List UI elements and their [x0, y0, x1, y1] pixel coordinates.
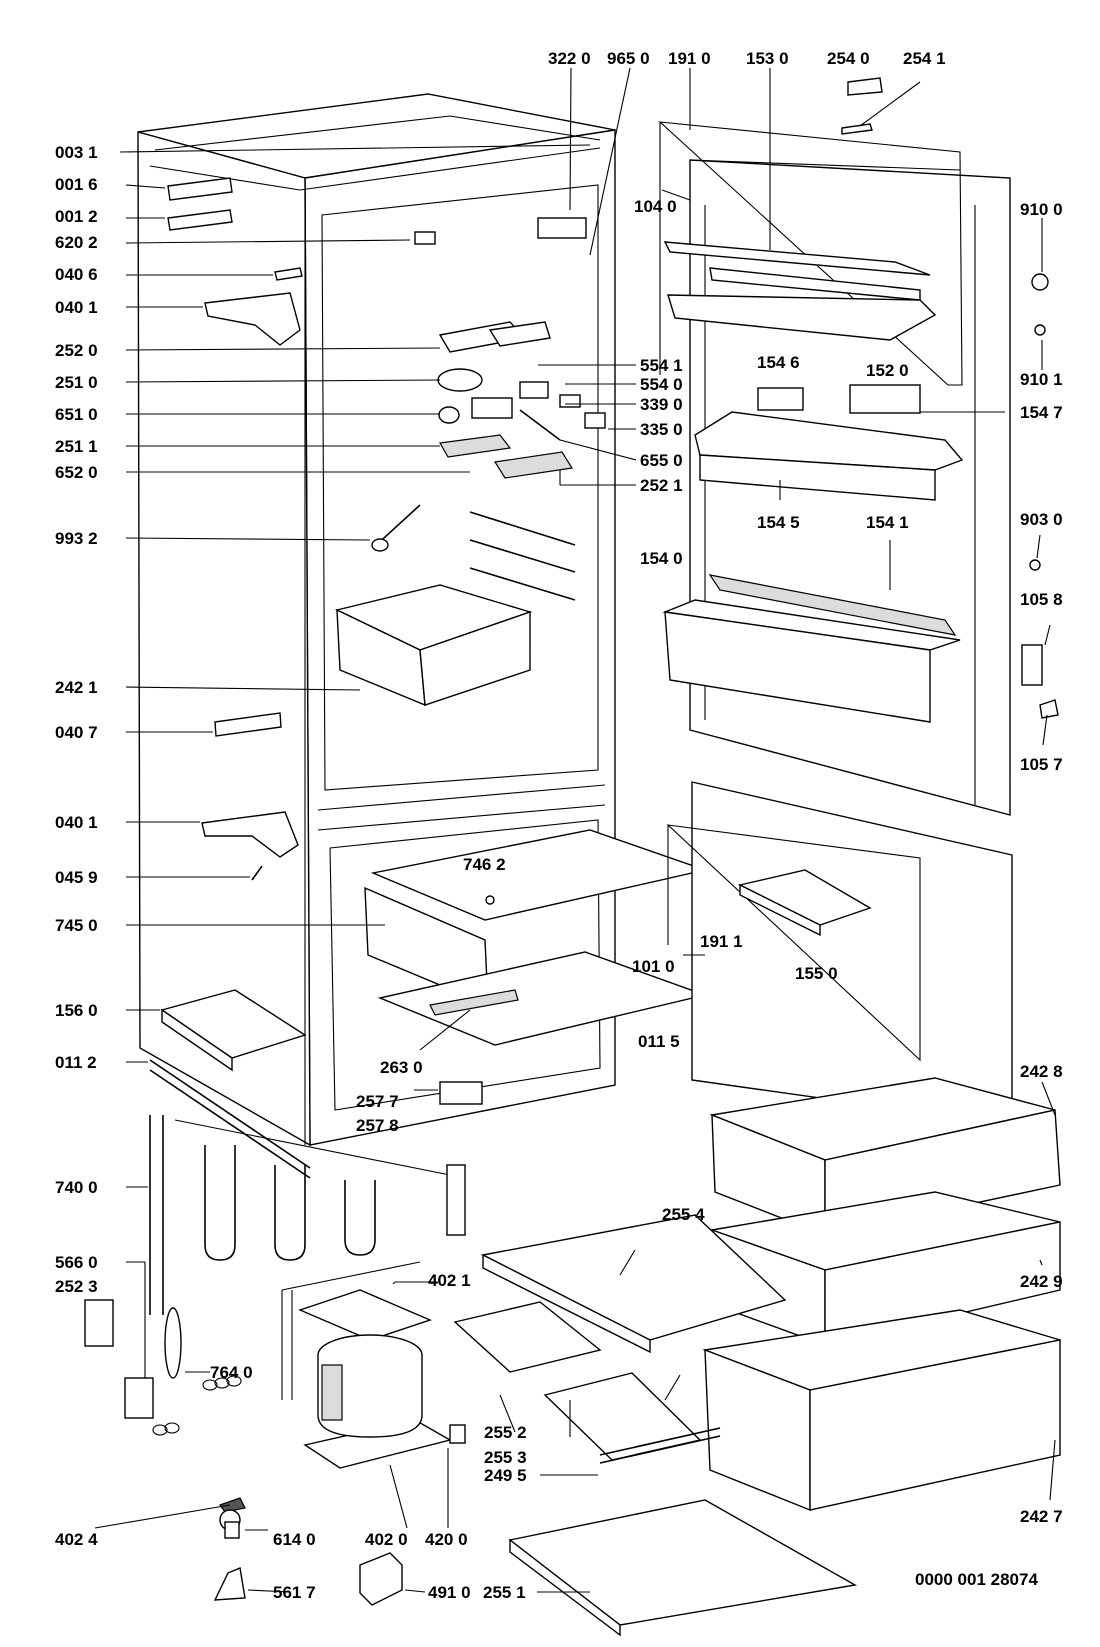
label-011-5: 011 5: [638, 1032, 680, 1051]
freezer-door: [666, 781, 1013, 1126]
label-001-6: 001 6: [55, 175, 98, 194]
label-255-4: 255 4: [662, 1205, 705, 1224]
label-402-0: 402 0: [365, 1530, 408, 1549]
label-745-0: 745 0: [55, 916, 98, 935]
label-491-0: 491 0: [428, 1583, 471, 1602]
label-242-9: 242 9: [1020, 1272, 1063, 1291]
left-brackets: [167, 177, 587, 881]
label-001-2: 001 2: [55, 207, 98, 226]
label-620-2: 620 2: [55, 233, 98, 252]
label-339-0: 339 0: [640, 395, 683, 414]
label-152-0: 152 0: [866, 361, 909, 380]
label-105-8: 105 8: [1020, 590, 1063, 609]
label-252-0: 252 0: [55, 341, 98, 360]
label-249-5: 249 5: [484, 1466, 527, 1485]
label-910-0: 910 0: [1020, 200, 1063, 219]
label-154-6: 154 6: [757, 353, 800, 372]
label-251-0: 251 0: [55, 373, 98, 392]
condenser: [149, 1115, 466, 1315]
freezer-shelf-assembly: [364, 829, 708, 1105]
label-254-0: 254 0: [827, 49, 870, 68]
label-255-2: 255 2: [484, 1423, 527, 1442]
label-154-7: 154 7: [1020, 403, 1063, 422]
label-402-1: 402 1: [428, 1271, 471, 1290]
label-242-8: 242 8: [1020, 1062, 1063, 1081]
label-242-7: 242 7: [1020, 1507, 1063, 1526]
labels-left: 003 1 001 6 001 2 620 2 040 6 040 1 252 …: [55, 143, 98, 1549]
label-903-0: 903 0: [1020, 510, 1063, 529]
light-thermostat-assembly: [371, 321, 606, 552]
label-153-0: 153 0: [746, 49, 789, 68]
label-154-0: 154 0: [640, 549, 683, 568]
label-101-0: 101 0: [632, 957, 675, 976]
label-040-7: 040 7: [55, 723, 98, 742]
label-561-7: 561 7: [273, 1583, 316, 1602]
label-554-1: 554 1: [640, 356, 683, 375]
label-554-0: 554 0: [640, 375, 683, 394]
compressor-assembly: [84, 1261, 466, 1606]
label-335-0: 335 0: [640, 420, 683, 439]
label-614-0: 614 0: [273, 1530, 316, 1549]
label-322-0: 322 0: [548, 49, 591, 68]
label-993-2: 993 2: [55, 529, 98, 548]
label-263-0: 263 0: [380, 1058, 423, 1077]
label-154-5: 154 5: [757, 513, 800, 532]
leader-lines: [94, 67, 1056, 1593]
labels-center: 104 0 554 1 554 0 339 0 335 0 655 0 252 …: [210, 197, 909, 1602]
label-655-0: 655 0: [640, 451, 683, 470]
label-652-0: 652 0: [55, 463, 98, 482]
label-254-1: 254 1: [903, 49, 946, 68]
label-242-1: 242 1: [55, 678, 98, 697]
label-255-3: 255 3: [484, 1448, 527, 1467]
label-740-0: 740 0: [55, 1178, 98, 1197]
label-746-2: 746 2: [463, 855, 506, 874]
label-154-1: 154 1: [866, 513, 909, 532]
fridge-door: [658, 77, 1059, 816]
label-155-0: 155 0: [795, 964, 838, 983]
label-003-1: 003 1: [55, 143, 98, 162]
freezer-drawers: [453, 1077, 1061, 1637]
label-764-0: 764 0: [210, 1363, 253, 1382]
label-420-0: 420 0: [425, 1530, 468, 1549]
label-255-1: 255 1: [483, 1583, 526, 1602]
label-566-0: 566 0: [55, 1253, 98, 1272]
labels-top: 322 0 965 0 191 0 153 0 254 0 254 1: [548, 49, 946, 68]
labels-right: 910 0 910 1 154 7 903 0 105 8 105 7 242 …: [1020, 200, 1063, 1526]
label-251-1: 251 1: [55, 437, 98, 456]
ice-tray: [149, 989, 311, 1179]
label-156-0: 156 0: [55, 1001, 98, 1020]
label-191-1: 191 1: [700, 932, 743, 951]
label-040-1-lower: 040 1: [55, 813, 98, 832]
label-965-0: 965 0: [607, 49, 650, 68]
label-651-0: 651 0: [55, 405, 98, 424]
label-257-8: 257 8: [356, 1116, 399, 1135]
label-011-2: 011 2: [55, 1053, 97, 1072]
label-252-3: 252 3: [55, 1277, 98, 1296]
label-402-4: 402 4: [55, 1530, 98, 1549]
label-191-0: 191 0: [668, 49, 711, 68]
drawing-number: 0000 001 28074: [915, 1570, 1038, 1589]
label-040-1-upper: 040 1: [55, 298, 98, 317]
label-252-1: 252 1: [640, 476, 683, 495]
label-257-7: 257 7: [356, 1092, 399, 1111]
label-045-9: 045 9: [55, 868, 98, 887]
label-104-0: 104 0: [634, 197, 677, 216]
label-105-7: 105 7: [1020, 755, 1063, 774]
label-910-1: 910 1: [1020, 370, 1063, 389]
label-040-6: 040 6: [55, 265, 98, 284]
